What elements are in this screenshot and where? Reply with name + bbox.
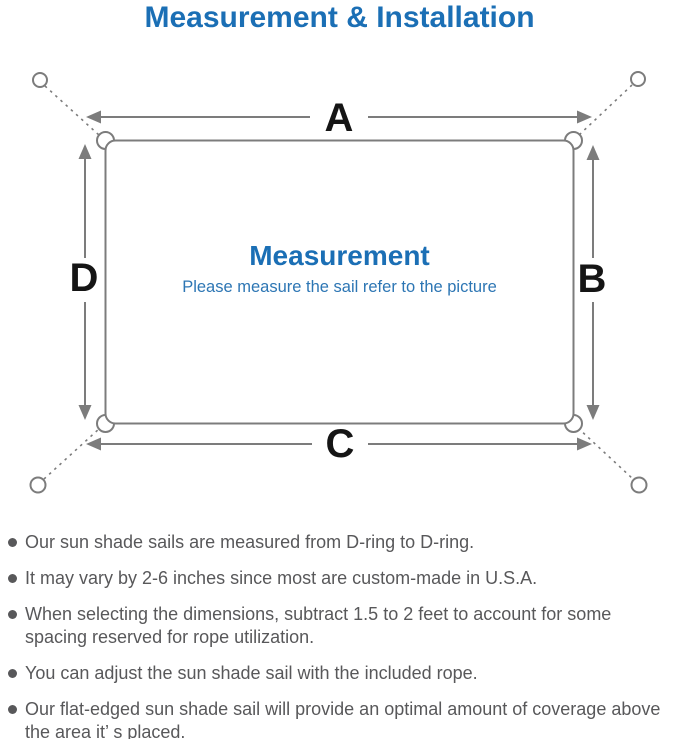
note-text-3: When selecting the dimensions, subtract …: [25, 604, 612, 647]
measurement-notes: Our sun shade sails are measured from D-…: [8, 531, 673, 739]
note-text-4: You can adjust the sun shade sail with t…: [25, 663, 478, 683]
side-label-c: C: [326, 422, 355, 466]
anchor-circle-bottom-right: [630, 476, 648, 494]
note-item-4: You can adjust the sun shade sail with t…: [8, 662, 673, 685]
note-text-5: Our flat-edged sun shade sail will provi…: [25, 699, 661, 739]
side-label-a: A: [325, 96, 354, 140]
page-title: Measurement & Installation: [144, 1, 535, 34]
side-label-b: B: [578, 257, 607, 301]
sail-rectangle: [104, 139, 575, 425]
bullet-dot-icon: [8, 610, 17, 619]
note-item-5: Our flat-edged sun shade sail will provi…: [8, 698, 673, 739]
note-text-2: It may vary by 2-6 inches since most are…: [25, 568, 538, 588]
arrowhead-d-down: [78, 405, 92, 420]
anchor-circle-top-right: [630, 71, 646, 87]
bullet-dot-icon: [8, 669, 17, 678]
note-item-3: When selecting the dimensions, subtract …: [8, 603, 673, 649]
bullet-dot-icon: [8, 538, 17, 547]
dimension-arrow-lines: [84, 116, 594, 445]
rope-top-right: [577, 84, 633, 137]
dimension-arrow-heads: [78, 110, 600, 451]
arrowhead-d-up: [78, 144, 92, 159]
rope-bottom-left: [43, 427, 101, 480]
arrowhead-c-right: [577, 437, 592, 451]
note-item-2: It may vary by 2-6 inches since most are…: [8, 567, 673, 590]
arrowhead-a-left: [86, 110, 101, 124]
note-text-1: Our sun shade sails are measured from D-…: [25, 532, 475, 552]
arrowhead-b-up: [586, 145, 600, 160]
anchor-rope-lines: [43, 84, 634, 480]
bullet-dot-icon: [8, 705, 17, 714]
bullet-dot-icon: [8, 574, 17, 583]
caption-subtitle: Please measure the sail refer to the pic…: [182, 278, 497, 296]
anchor-circle-top-left: [32, 72, 48, 88]
sail-center-caption: Measurement Please measure the sail refe…: [105, 241, 574, 297]
anchor-circle-bottom-left: [29, 476, 47, 494]
arrowhead-b-down: [586, 405, 600, 420]
anchor-points: [29, 71, 648, 494]
arrowhead-a-right: [577, 110, 592, 124]
caption-title: Measurement: [249, 240, 430, 271]
rope-top-left: [44, 85, 101, 137]
side-label-d: D: [70, 256, 99, 300]
rope-bottom-right: [577, 427, 634, 480]
note-item-1: Our sun shade sails are measured from D-…: [8, 531, 673, 554]
arrowhead-c-left: [86, 437, 101, 451]
measurement-diagram: A B C D: [29, 71, 648, 494]
